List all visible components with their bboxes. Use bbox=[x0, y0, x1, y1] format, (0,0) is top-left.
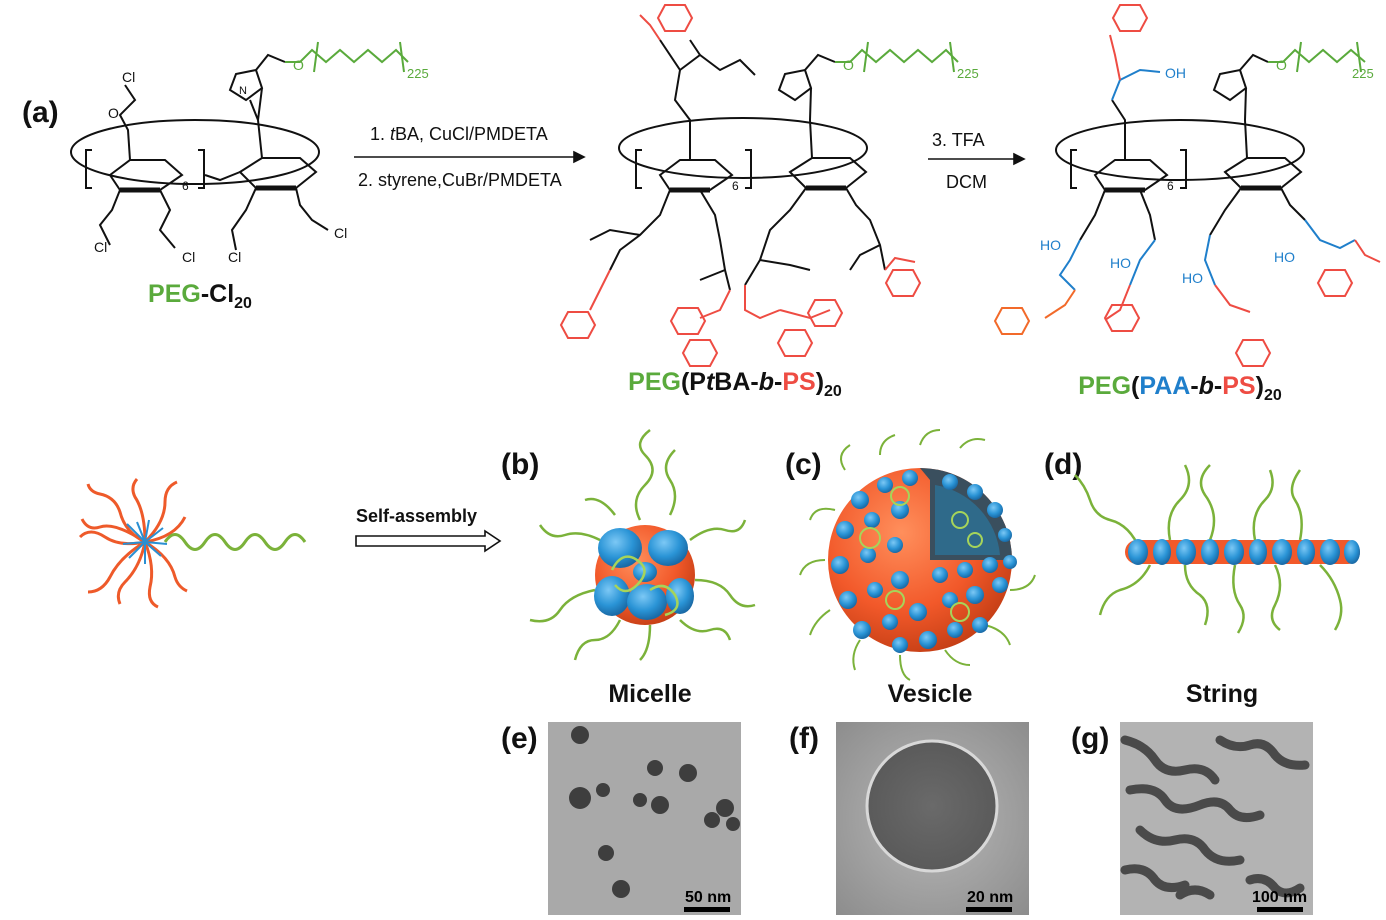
structure-peg-ptba-ps-peg-chain bbox=[835, 41, 959, 73]
o-label: O bbox=[293, 57, 304, 73]
peg-repeat-n: 225 bbox=[407, 66, 429, 81]
repeat-index: 6 bbox=[182, 179, 189, 193]
structure-peg-ptba-ps-ps-segments bbox=[559, 4, 922, 367]
reaction-2-line2: DCM bbox=[946, 172, 987, 192]
oh-label: OH bbox=[1165, 65, 1186, 81]
paa-arms bbox=[122, 519, 168, 564]
peg-repeat-n: 225 bbox=[957, 66, 979, 81]
micelle-illustration bbox=[529, 429, 756, 661]
morphology-label-micelle: Micelle bbox=[608, 680, 692, 708]
scale-bar-label-f: 20 nm bbox=[967, 889, 1013, 906]
ho-label: HO bbox=[1110, 255, 1131, 271]
o-label: O bbox=[843, 57, 854, 73]
cl-label: Cl bbox=[228, 249, 241, 265]
reaction-1-line1: 1. tBA, CuCl/PMDETA bbox=[370, 124, 548, 144]
tem-image-vesicle bbox=[836, 722, 1029, 915]
compound-label-peg-paa-ps: PEG(PAA-b-PS)20 bbox=[1078, 372, 1282, 404]
structure-peg-cl20-peg-chain bbox=[285, 41, 409, 73]
repeat-index: 6 bbox=[732, 179, 739, 193]
panel-label-c: (c) bbox=[785, 448, 822, 481]
panel-label-f: (f) bbox=[789, 722, 819, 755]
structure-peg-paa-ps-ps-segments bbox=[1103, 4, 1381, 367]
structure-peg-paa-ps-orange-segment bbox=[993, 289, 1076, 335]
structure-peg-ptba-ps bbox=[589, 39, 886, 291]
peg-repeat-n: 225 bbox=[1352, 66, 1374, 81]
structure-peg-paa-ps bbox=[1055, 53, 1306, 241]
peg-tail bbox=[163, 533, 307, 551]
ho-label: HO bbox=[1274, 249, 1295, 265]
string-peg-chains bbox=[1074, 464, 1343, 634]
cl-label: Cl bbox=[334, 225, 347, 241]
reaction-arrow-2 bbox=[928, 152, 1026, 166]
cl-label: Cl bbox=[182, 249, 195, 265]
panel-label-e: (e) bbox=[501, 722, 538, 755]
repeat-index: 6 bbox=[1167, 179, 1174, 193]
o-label: O bbox=[108, 105, 119, 121]
self-assembly-arrow bbox=[355, 529, 502, 553]
reaction-arrow-1 bbox=[354, 150, 586, 164]
reaction-1-line2: 2. styrene,CuBr/PMDETA bbox=[358, 170, 562, 190]
n-label: N bbox=[239, 85, 247, 97]
tem-image-micelles bbox=[548, 722, 741, 915]
morphology-label-string: String bbox=[1185, 680, 1259, 708]
ho-label: HO bbox=[1182, 270, 1203, 286]
vesicle-peg-chains bbox=[799, 429, 1036, 681]
cl-label: Cl bbox=[122, 69, 135, 85]
structure-peg-paa-ps-paa-segments bbox=[1058, 68, 1356, 291]
vesicle-illustration bbox=[799, 429, 1036, 681]
micelle-peg-chains bbox=[529, 429, 756, 661]
compound-label-peg-cl20: PEG-Cl20 bbox=[148, 280, 252, 312]
star-polymer-cartoon bbox=[78, 478, 307, 609]
self-assembly-label: Self-assembly bbox=[356, 506, 478, 526]
tem-image-strings bbox=[1120, 722, 1313, 915]
structure-peg-paa-ps-peg-chain bbox=[1268, 41, 1366, 73]
ps-arms bbox=[78, 478, 188, 609]
compound-label-peg-ptba-ps: PEG(PtBA-b-PS)20 bbox=[628, 368, 842, 400]
scale-bar-label-e: 50 nm bbox=[685, 889, 731, 906]
morphology-label-vesicle: Vesicle bbox=[887, 680, 973, 708]
structure-peg-cl20 bbox=[70, 53, 329, 251]
string-illustration bbox=[1074, 464, 1360, 634]
panel-label-a: (a) bbox=[22, 96, 59, 129]
panel-label-g: (g) bbox=[1071, 722, 1110, 755]
ho-label: HO bbox=[1040, 237, 1061, 253]
reaction-2-line1: 3. TFA bbox=[932, 130, 985, 150]
o-label: O bbox=[1276, 57, 1287, 73]
panel-label-b: (b) bbox=[501, 448, 540, 481]
cl-label: Cl bbox=[94, 239, 107, 255]
scale-bar-label-g: 100 nm bbox=[1252, 889, 1307, 906]
